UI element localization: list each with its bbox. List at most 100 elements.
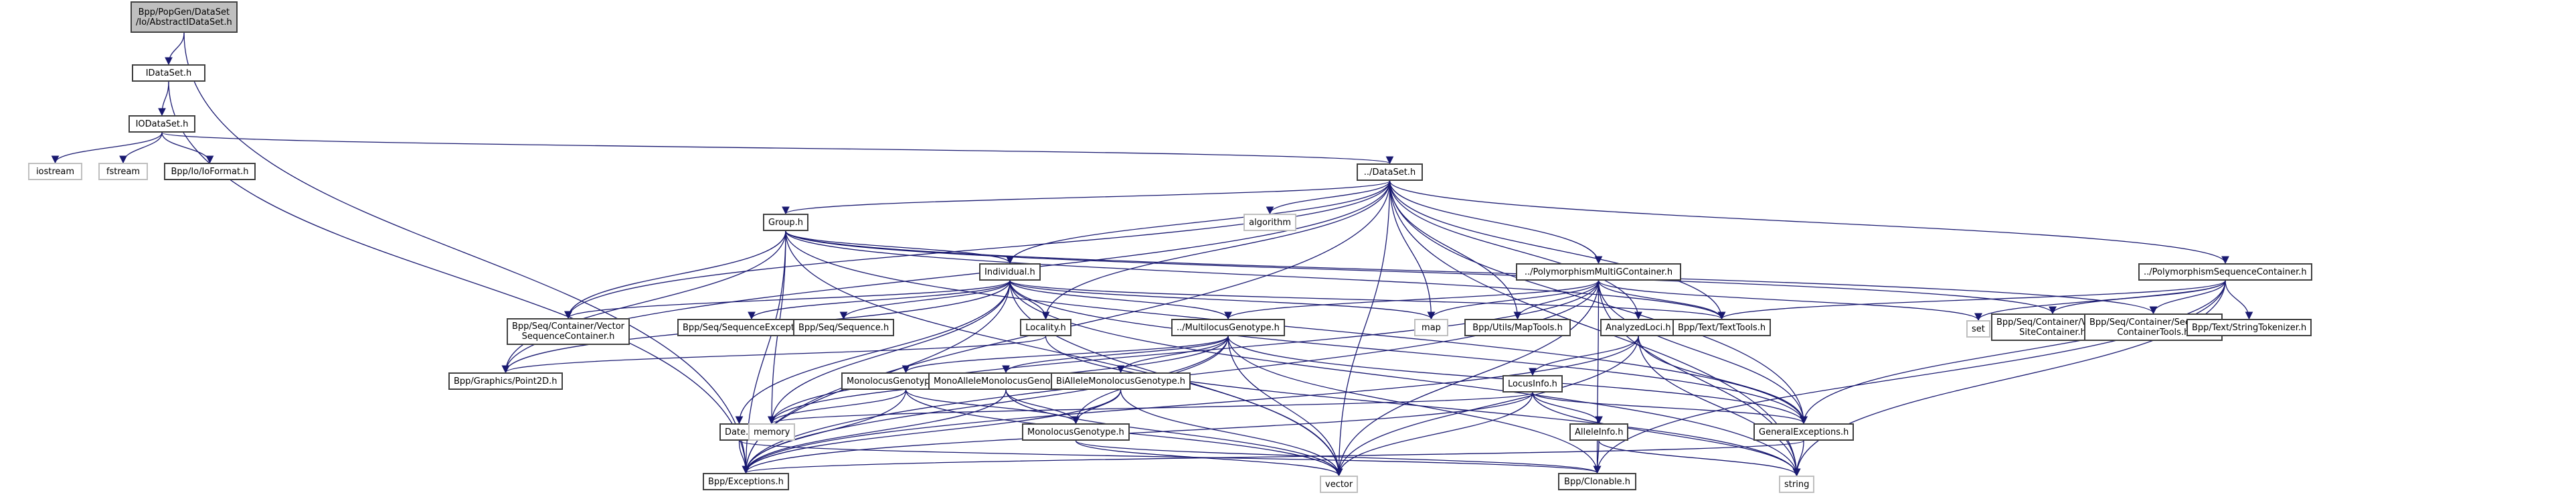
edge-dataset-to-locality xyxy=(1041,180,1391,320)
edge-group-to-texttools xyxy=(785,230,1726,320)
edge-dataset-to-group xyxy=(782,180,1391,215)
node-polyseq[interactable]: ../PolymorphismSequenceContainer.h xyxy=(2138,263,2312,281)
node-group[interactable]: Group.h xyxy=(763,214,808,231)
edge-biallele-to-monolocus xyxy=(1071,389,1122,425)
edge-genexc-to-string xyxy=(1792,440,1804,477)
node-label: Group.h xyxy=(768,217,803,228)
edge-polymulti-to-clonable xyxy=(1593,280,1602,474)
edge-iodataset-to-ioformat xyxy=(161,132,214,164)
edge-individual-to-texttools xyxy=(1009,280,1725,320)
edge-biallele-to-exceptions xyxy=(742,389,1122,474)
node-point2d[interactable]: Bpp/Graphics/Point2D.h xyxy=(448,372,563,390)
edge-biallele-to-vector xyxy=(1120,389,1343,477)
edge-individual-to-seqexc xyxy=(748,280,1011,320)
node-label: Bpp/Seq/Sequence.h xyxy=(798,322,889,333)
node-ioformat[interactable]: Bpp/Io/IoFormat.h xyxy=(164,163,256,180)
edge-monolocus-to-clonable xyxy=(1075,440,1602,474)
node-vseqcont[interactable]: Bpp/Seq/Container/Vector SequenceContain… xyxy=(507,318,630,345)
node-label: IODataSet.h xyxy=(135,119,189,129)
edge-polyseq-to-vsitecont xyxy=(2049,280,2226,315)
edge-dataset-to-polymulti xyxy=(1389,180,1603,265)
node-label: iostream xyxy=(35,166,75,177)
node-label: AnalyzedLoci.h xyxy=(1606,322,1671,333)
node-genexc[interactable]: GeneralExceptions.h xyxy=(1753,423,1855,441)
node-label: Locality.h xyxy=(1025,322,1066,333)
edge-multilocus-to-mgtools xyxy=(901,336,1229,374)
node-label: Bpp/Text/TextTools.h xyxy=(1678,322,1766,333)
edge-individual-to-vseqcont xyxy=(564,280,1011,320)
edge-root-to-exceptions xyxy=(183,32,750,474)
edge-date-to-clonable xyxy=(738,440,1601,474)
edge-group-to-genexc xyxy=(785,230,1808,425)
edge-dataset-to-maptools xyxy=(1389,180,1522,320)
edge-polyseq-to-texttools xyxy=(1717,280,2226,320)
node-label: vector xyxy=(1325,479,1353,490)
edge-mgtools-to-memory xyxy=(768,389,907,425)
node-label: Bpp/PopGen/DataSet /Io/AbstractIDataSet.… xyxy=(136,7,232,27)
edge-locusinfo-to-memory xyxy=(768,392,1533,425)
edge-polymulti-to-map xyxy=(1427,280,1600,320)
edge-mgtools-to-exceptions xyxy=(742,389,907,474)
node-idataset[interactable]: IDataSet.h xyxy=(132,64,205,82)
edge-group-to-individual xyxy=(785,230,1014,265)
edge-iodataset-to-dataset xyxy=(161,132,1393,165)
node-monolocus[interactable]: MonolocusGenotype.h xyxy=(1022,423,1130,441)
edge-group-to-point2d xyxy=(501,230,786,374)
node-multilocus[interactable]: ../MultilocusGenotype.h xyxy=(1171,319,1285,336)
edge-polymulti-to-genexc xyxy=(1598,280,1808,425)
node-set: set xyxy=(1966,320,1990,338)
node-iodataset[interactable]: IODataSet.h xyxy=(128,115,195,133)
edge-analyzedloci-to-string xyxy=(1638,336,1801,477)
edge-dataset-to-string xyxy=(1389,180,1801,477)
edge-individual-to-locality xyxy=(1009,280,1050,320)
edge-polyseq-to-seqconttools xyxy=(2149,280,2226,315)
node-analyzedloci[interactable]: AnalyzedLoci.h xyxy=(1600,319,1677,336)
edge-locusinfo-to-exceptions xyxy=(742,392,1533,474)
node-map: map xyxy=(1414,319,1448,336)
edge-dataset-to-vseqcont xyxy=(564,180,1391,320)
edge-polyseq-to-clonable xyxy=(1593,280,2226,474)
node-clonable[interactable]: Bpp/Clonable.h xyxy=(1558,473,1636,490)
node-locusinfo[interactable]: LocusInfo.h xyxy=(1502,375,1563,393)
edge-group-to-vsitecont xyxy=(785,230,2057,315)
node-polymulti[interactable]: ../PolymorphismMultiGContainer.h xyxy=(1516,263,1681,281)
edge-genexc-to-exceptions xyxy=(742,440,1804,474)
node-locality[interactable]: Locality.h xyxy=(1020,319,1071,336)
edge-dataset-to-individual xyxy=(1006,180,1391,265)
edge-locusinfo-to-genexc xyxy=(1532,392,1808,425)
node-exceptions[interactable]: Bpp/Exceptions.h xyxy=(703,473,789,490)
edge-dataset-to-point2d xyxy=(501,180,1391,374)
edge-polyseq-to-string xyxy=(1792,280,2226,477)
node-memory: memory xyxy=(748,423,796,441)
node-label: Individual.h xyxy=(984,267,1035,277)
node-biallele[interactable]: BiAlleleMonolocusGenotype.h xyxy=(1051,372,1191,390)
edge-multilocus-to-exceptions xyxy=(742,336,1229,474)
node-stringtok[interactable]: Bpp/Text/StringTokenizer.h xyxy=(2186,319,2312,336)
node-texttools[interactable]: Bpp/Text/TextTools.h xyxy=(1672,319,1772,336)
edge-individual-to-date xyxy=(735,280,1011,425)
node-maptools[interactable]: Bpp/Utils/MapTools.h xyxy=(1464,319,1571,336)
edge-locusinfo-to-string xyxy=(1532,392,1801,477)
node-label: Bpp/Graphics/Point2D.h xyxy=(454,376,557,386)
edge-dataset-to-map xyxy=(1389,180,1436,320)
node-dataset[interactable]: ../DataSet.h xyxy=(1357,163,1423,181)
edge-idataset-to-exceptions xyxy=(168,81,750,474)
node-label: ../DataSet.h xyxy=(1363,167,1416,178)
node-label: Bpp/Io/IoFormat.h xyxy=(171,166,249,177)
node-individual[interactable]: Individual.h xyxy=(979,263,1041,281)
edge-individual-to-genexc xyxy=(1009,280,1808,425)
node-label: memory xyxy=(754,427,790,437)
node-root[interactable]: Bpp/PopGen/DataSet /Io/AbstractIDataSet.… xyxy=(131,1,238,33)
edge-dataset-to-vector xyxy=(1335,180,1391,477)
node-sequence[interactable]: Bpp/Seq/Sequence.h xyxy=(793,319,895,336)
edge-dataset-to-texttools xyxy=(1389,180,1726,320)
edge-idataset-to-iodataset xyxy=(158,81,169,117)
edge-alleleinfo-to-clonable xyxy=(1593,440,1602,474)
node-label: IDataSet.h xyxy=(145,68,192,78)
edge-polymulti-to-set xyxy=(1598,280,1982,322)
edge-polyseq-to-genexc xyxy=(1800,280,2226,425)
node-alleleinfo[interactable]: AlleleInfo.h xyxy=(1569,423,1629,441)
node-label: fstream xyxy=(106,166,141,177)
node-label: BiAlleleMonolocusGenotype.h xyxy=(1056,376,1186,386)
node-label: Bpp/Clonable.h xyxy=(1564,476,1630,487)
